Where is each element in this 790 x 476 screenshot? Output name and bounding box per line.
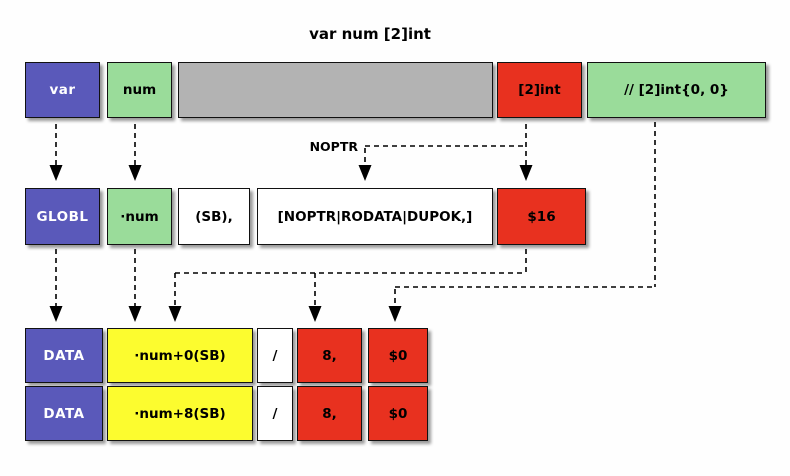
data1-size-box: 8, [297, 328, 362, 383]
data2-slash-box: / [257, 386, 293, 441]
data1-directive-box: DATA [25, 328, 103, 383]
arrowhead-globl-to-data [49, 306, 63, 322]
data1-value-box: $0 [368, 328, 428, 383]
source-spacer-box [178, 62, 493, 118]
noptr-label: NOPTR [309, 139, 358, 154]
arrowhead-noptr-to-flags [358, 165, 372, 181]
source-name-box: num [107, 62, 172, 118]
globl-directive-box: GLOBL [25, 188, 100, 245]
arrowhead-var-to-globl [49, 165, 63, 181]
data2-value-box: $0 [368, 386, 428, 441]
arrowhead-num-to-symbol [128, 165, 142, 181]
arrowhead-size-to-symbol-offset [168, 306, 182, 322]
data2-symbol-box: ·num+8(SB) [107, 386, 253, 441]
globl-size-box: $16 [497, 188, 586, 245]
globl-flags-box: [NOPTR|RODATA|DUPOK,] [257, 188, 493, 245]
globl-symbol-box: ·num [107, 188, 172, 245]
data1-symbol-box: ·num+0(SB) [107, 328, 253, 383]
arrowhead-type-to-size [519, 165, 533, 181]
data1-slash-box: / [257, 328, 293, 383]
page-title: var num [2]int [309, 25, 431, 43]
data2-size-box: 8, [297, 386, 362, 441]
globl-sb-box: (SB), [178, 188, 250, 245]
arrowhead-comment-to-value [388, 306, 402, 322]
source-comment-box: // [2]int{0, 0} [587, 62, 766, 118]
data2-directive-box: DATA [25, 386, 103, 441]
source-var-keyword-box: var [25, 62, 100, 118]
source-type-box: [2]int [497, 62, 582, 118]
arrowhead-symbol-to-data-symbol [128, 306, 142, 322]
arrowhead-size-to-chunk-size [308, 306, 322, 322]
